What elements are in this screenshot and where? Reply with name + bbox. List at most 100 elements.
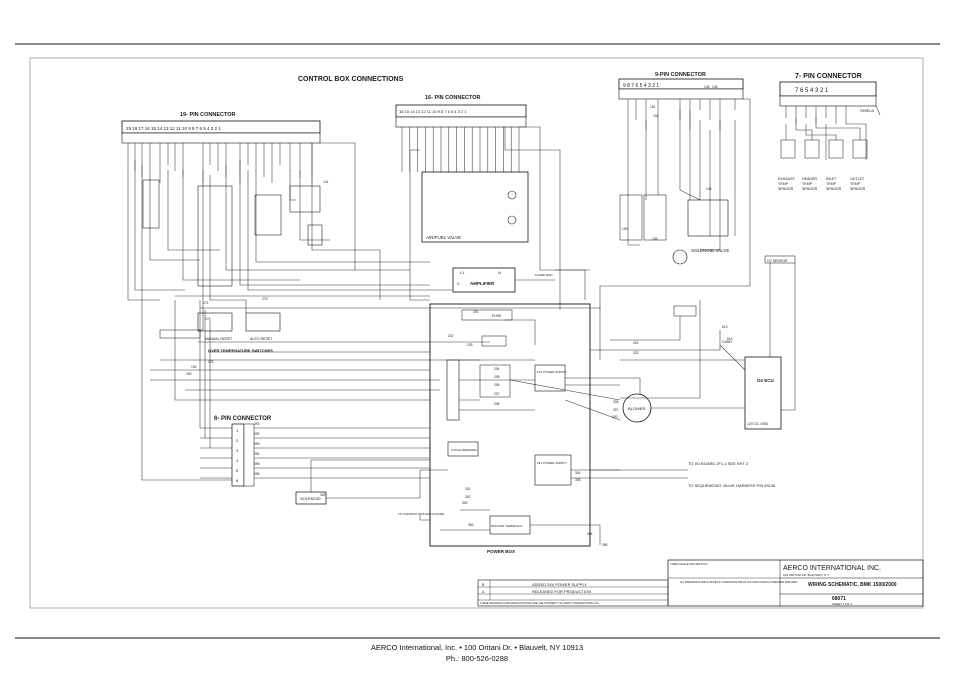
wire-number: 208 — [494, 402, 500, 406]
auto-reset-label: AUTO RESET — [250, 337, 273, 341]
wire-number: 396 — [254, 472, 260, 476]
sensor-label: OUTLET — [850, 177, 865, 181]
manual-reset-label: MANUAL RESET — [205, 337, 233, 341]
wire-number: 141 — [323, 180, 329, 184]
connector-16-title: 16- PIN CONNECTOR — [425, 95, 481, 101]
third-angle: THIRD ANGLE PROJECTION — [670, 562, 707, 566]
title-block: B A ADDED 24V POWER SUPPLY RELEASED FOR … — [477, 559, 924, 607]
solenoid-valve: SOLENOID VALVE — [619, 194, 729, 265]
sensor-label: TEMP — [826, 182, 837, 186]
wire-number: 204 — [494, 367, 500, 371]
connector-19-pins: 19 18 17 16 15 14 13 12 11 10 9 8 7 6 5 … — [126, 126, 221, 131]
sensor-label: SENSOR — [826, 187, 842, 191]
wire-number: 306 — [613, 400, 619, 404]
wire-number: 392 — [254, 432, 260, 436]
sensor-label: TEMP — [778, 182, 789, 186]
supply24-label: 24V POWER SUPPLY — [537, 461, 567, 465]
temp-sensors: EXHAUSTTEMPSENSORHEADERTEMPSENSORINLETTE… — [778, 139, 868, 191]
footer-address: AERCO International, Inc. • 100 Oritani … — [370, 643, 584, 652]
ground-terminals-label: GROUND TERMINALS — [491, 524, 522, 528]
ownership-note: THESE DRAWINGS AND SPECIFICATIONS ARE TH… — [480, 601, 600, 605]
control-box-title: CONTROL BOX CONNECTIONS — [298, 76, 404, 83]
air-fuel-valve: AIR/FUEL VALVE — [421, 171, 529, 243]
wire-lines — [127, 98, 881, 545]
wire-number: 322 — [633, 351, 639, 355]
pin6-number: 4 — [236, 458, 239, 463]
wire-number: 155 — [652, 237, 658, 241]
wire-number: 273 — [262, 297, 268, 301]
breaker-label: 2 POLE BREAKER — [451, 448, 478, 452]
wire-number: 207 — [494, 392, 500, 396]
wire-number: 302 — [465, 495, 471, 499]
company-address: 100 ORITANI DR. BLAUVELT, N.Y. — [783, 573, 830, 577]
solenoid: SOLENOID TO CONTROL BOX ENCLOSURE — [295, 491, 444, 516]
drawing-frame — [29, 57, 924, 609]
wire-number: 304 — [575, 471, 581, 475]
sensor-label: EXHAUST — [778, 177, 796, 181]
connector-16-pin: 16- PIN CONNECTOR 16 15 14 13 12 11 10 9… — [395, 95, 527, 128]
rev-a-text: RELEASED FOR PRODUCTION — [532, 589, 591, 594]
drawing-title: WIRING SCHEMATIC, BMK 1500/2000 — [808, 582, 897, 588]
connector-6-title: 6- PIN CONNECTOR — [214, 416, 272, 422]
wire-number: 365 — [602, 543, 608, 547]
solenoid-label: SOLENOID — [300, 496, 321, 501]
over-temp-switches: MANUAL RESET AUTO RESET OVER TEMPERATURE… — [159, 312, 281, 353]
wire-number: 148 — [706, 187, 712, 191]
wire-number: 175 — [208, 360, 214, 364]
wire-number: 395 — [254, 462, 260, 466]
blower-label: BLOWER — [628, 406, 645, 411]
wire-number: 391 — [254, 422, 260, 426]
wire-number: 201 — [473, 310, 479, 314]
wire-number: 301 — [465, 487, 471, 491]
wire-number: 321 — [633, 341, 639, 345]
wire-number: 305 — [575, 478, 581, 482]
company-name: AERCO INTERNATIONAL INC. — [783, 565, 881, 572]
wire-number: 613 — [722, 325, 728, 329]
connector-7-title: 7- PIN CONNECTOR — [795, 73, 862, 80]
connector-19-title: 19- PIN CONNECTOR — [180, 112, 236, 118]
to-seq-label: TO SEQUENCING VALVE HARNESS P/N 63136 — [688, 483, 776, 488]
air-fuel-label: AIR/FUEL VALVE — [426, 235, 461, 240]
wire-number: 271 — [203, 301, 209, 305]
wire-number: 303 — [462, 501, 468, 505]
amplifier: L1 N C AMPLIFIER FLAME ROD — [452, 267, 553, 293]
wire-number: 146 — [712, 85, 718, 89]
wire-number: 307 — [613, 408, 619, 412]
o2-ecu: O2 SENSOR O2 ECU 12V DC GND CANH — [673, 255, 796, 430]
sensor-label: SENSOR — [850, 187, 866, 191]
amp-l1: L1 — [460, 270, 465, 275]
wire-number: 152 — [653, 114, 659, 118]
wire-number: 206 — [494, 383, 500, 387]
wire-number: 394 — [254, 452, 260, 456]
sensor-label: SENSOR — [778, 187, 794, 191]
wire-number: 153 — [622, 227, 628, 231]
wire-number: 160 — [186, 372, 192, 376]
over-temp-title: OVER TEMPERATURE SWITCHES — [208, 348, 273, 353]
sensor-label: HEADER — [802, 177, 817, 181]
connector-19-pin: 19- PIN CONNECTOR 19 18 17 16 15 14 13 1… — [121, 112, 321, 144]
drawing-number: 68071 — [832, 596, 846, 602]
connector-7-pin: 7- PIN CONNECTOR 7 6 5 4 3 2 1 SHIELD — [779, 73, 877, 113]
to-io-label: TO I/O BOARD JF1-1 SEE SHT 2 — [688, 461, 749, 466]
power-box-label: POWER BOX — [487, 549, 515, 554]
pin6-number: 1 — [236, 428, 239, 433]
sensor-label: INLET — [826, 177, 837, 181]
rev-letter-a: A — [482, 590, 485, 594]
wire-number: 202 — [448, 334, 454, 338]
pin6-number: 5 — [236, 468, 239, 473]
to-control-label: TO CONTROL BOX ENCLOSURE — [398, 512, 444, 516]
rev-letter-b: B — [482, 583, 485, 587]
sensor-label: SENSOR — [802, 187, 818, 191]
amp-c: C — [457, 281, 460, 286]
wire-number: 205 — [494, 375, 500, 379]
wire-number: 363 — [468, 523, 474, 527]
connector-7-pins: 7 6 5 4 3 2 1 — [795, 88, 829, 94]
connector-9-pin: 9-PIN CONNECTOR 9 8 7 6 5 4 3 2 1 — [618, 72, 744, 100]
flame-rod-label: FLAME ROD — [535, 273, 553, 277]
pin6-number: 2 — [236, 438, 239, 443]
